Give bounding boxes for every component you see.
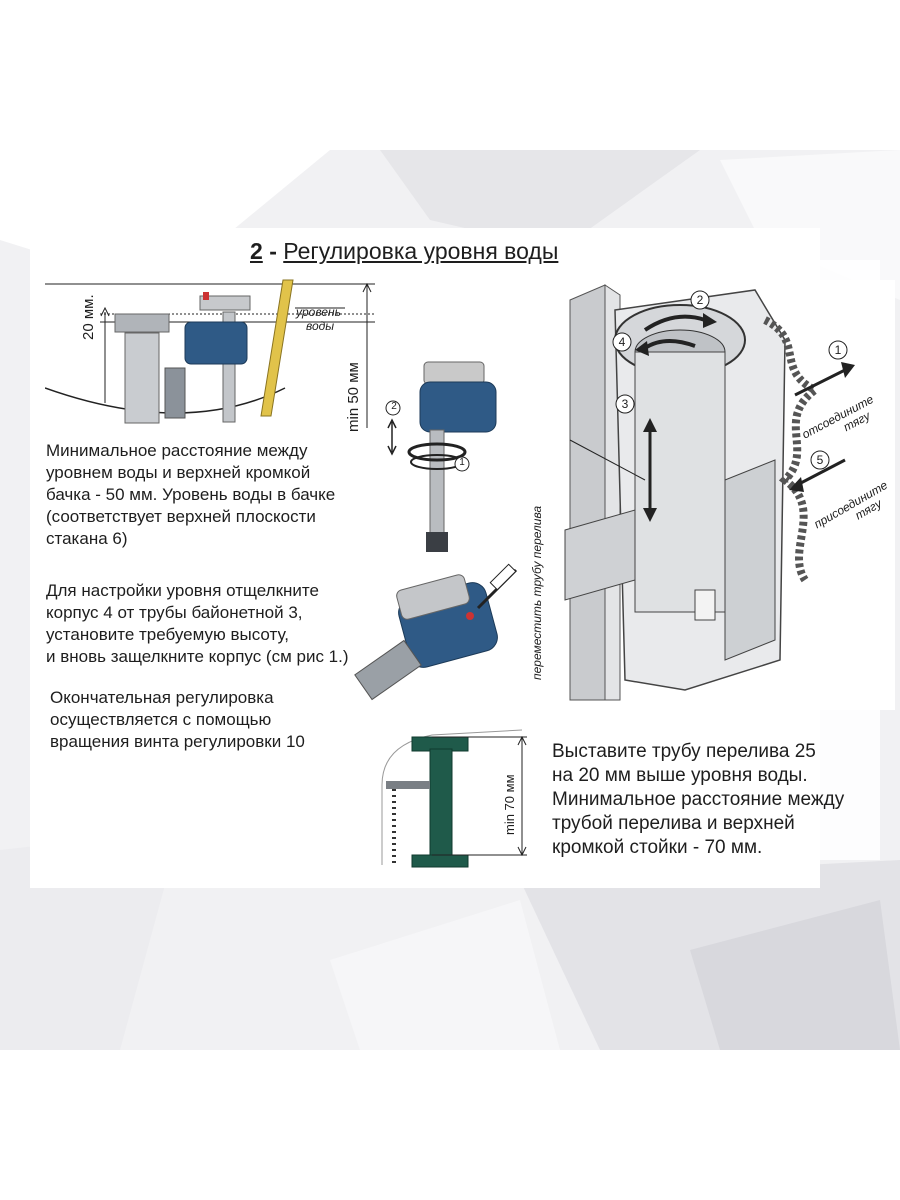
paragraph-line: осуществляется с помощью	[50, 710, 272, 729]
assembly-callout-2: 2	[696, 293, 704, 307]
paragraph-line: корпус 4 от трубы байонетной 3,	[46, 603, 303, 622]
figure-valve-height-adjust	[385, 361, 497, 552]
paragraph-final-adjust: Окончательная регулировка осуществляется…	[50, 687, 305, 753]
title-separator: -	[269, 238, 277, 264]
move-tube-label-part1: переместить	[530, 599, 544, 680]
paragraph-line: на 20 мм выше уровня воды.	[552, 765, 808, 786]
paragraph-line: стакана 6)	[46, 529, 128, 548]
paragraph-line: установите требуемую высоту,	[46, 625, 290, 644]
section-number: 2	[250, 238, 263, 264]
water-level-label-line2: воды	[306, 319, 335, 333]
figure-valve-screwdriver	[354, 563, 518, 701]
paragraph-min-distance: Минимальное расстояние между уровнем вод…	[46, 440, 335, 550]
assembly-callout-3: 3	[621, 397, 629, 411]
paragraph-line: Для настройки уровня отщелкните	[46, 581, 319, 600]
section-title: 2 - Регулировка уровня воды	[250, 238, 558, 265]
move-tube-label-part2: трубу перелива	[530, 505, 544, 597]
paragraph-line: (соответствует верхней плоскости	[46, 507, 316, 526]
figure-overflow-min70	[381, 729, 527, 868]
valve-callout-1: 1	[459, 457, 465, 468]
paragraph-line: и вновь защелкните корпус (см рис 1.)	[46, 647, 349, 666]
water-level-label-line1: уровень	[296, 305, 341, 319]
assembly-callout-5: 5	[816, 453, 824, 467]
paragraph-line: уровнем воды и верхней кромкой	[46, 463, 311, 482]
figure-water-level-section	[45, 279, 375, 428]
section-heading: Регулировка уровня воды	[283, 238, 559, 264]
paragraph-line: Выставите трубу перелива 25	[552, 741, 816, 762]
figure-overflow-assembly	[525, 280, 895, 710]
paragraph-adjust-level: Для настройки уровня отщелкните корпус 4…	[46, 580, 349, 668]
dim-20mm-label: 20 мм.	[80, 294, 97, 340]
paragraph-line: Минимальное расстояние между	[46, 441, 308, 460]
dim-min50-label: min 50 мм	[345, 362, 362, 432]
water-level-label: уровень воды	[296, 305, 341, 333]
paragraph-line: бачка - 50 мм. Уровень воды в бачке	[46, 485, 336, 504]
paragraph-line: Окончательная регулировка	[50, 688, 274, 707]
assembly-callout-4: 4	[618, 335, 626, 349]
paragraph-overflow-height: Выставите трубу перелива 25 на 20 мм выш…	[552, 740, 844, 860]
dim-min70-label: min 70 мм	[502, 774, 517, 835]
assembly-callout-1: 1	[834, 343, 842, 357]
paragraph-line: трубой перелива и верхней	[552, 813, 795, 834]
valve-callout-2: 2	[391, 401, 397, 412]
paragraph-line: кромкой стойки - 70 мм.	[552, 837, 763, 858]
paragraph-line: вращения винта регулировки 10	[50, 732, 305, 751]
move-tube-label: переместить трубу перелива	[530, 506, 544, 680]
paragraph-line: Минимальное расстояние между	[552, 789, 845, 810]
